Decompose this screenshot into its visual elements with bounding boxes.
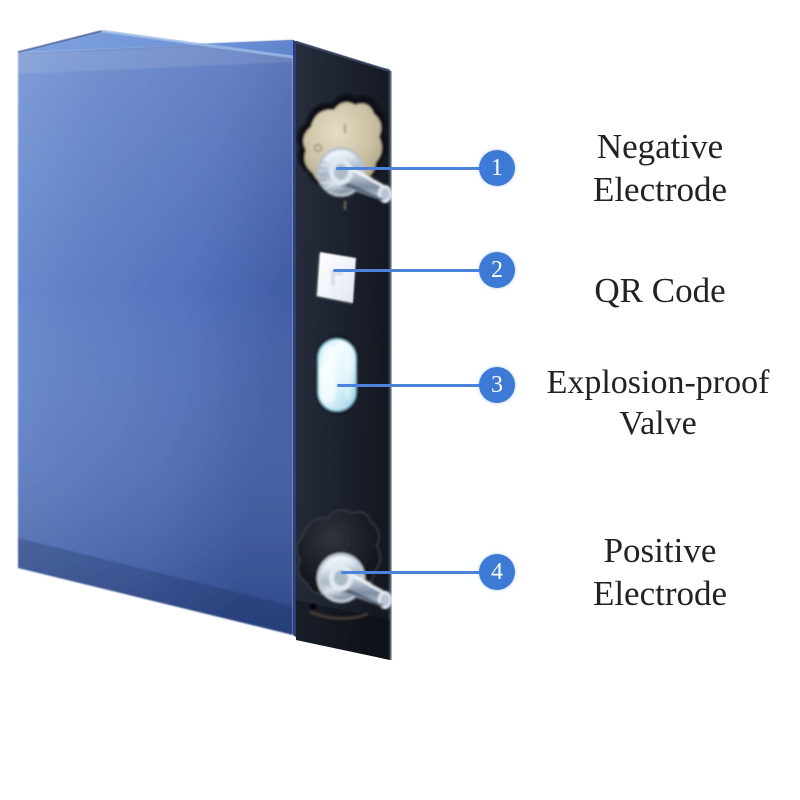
callout-badge-2[interactable]: 2 — [479, 252, 515, 288]
explosion-proof-valve — [316, 336, 358, 414]
callout-badge-1[interactable]: 1 — [479, 150, 515, 186]
callout-label-qr-code: QR Code — [594, 271, 726, 310]
negative-terminal — [297, 94, 392, 210]
leader-line-4 — [341, 571, 480, 574]
qr-code-label — [315, 252, 356, 305]
callout-label-positive-electrode: Positive Electrode — [592, 531, 728, 613]
callout-badge-4[interactable]: 4 — [479, 554, 515, 590]
positive-terminal — [295, 509, 392, 620]
leader-line-3 — [337, 384, 480, 387]
battery-body-front — [18, 40, 293, 635]
prismatic-battery-cell — [0, 0, 420, 740]
callout-label-negative-electrode: Negative Electrode — [592, 127, 728, 209]
leader-line-1 — [336, 167, 480, 170]
callout-badge-3[interactable]: 3 — [479, 367, 515, 403]
leader-line-2 — [333, 269, 480, 272]
callout-label-explosion-proof-valve: Explosion-proof Valve — [546, 364, 770, 443]
